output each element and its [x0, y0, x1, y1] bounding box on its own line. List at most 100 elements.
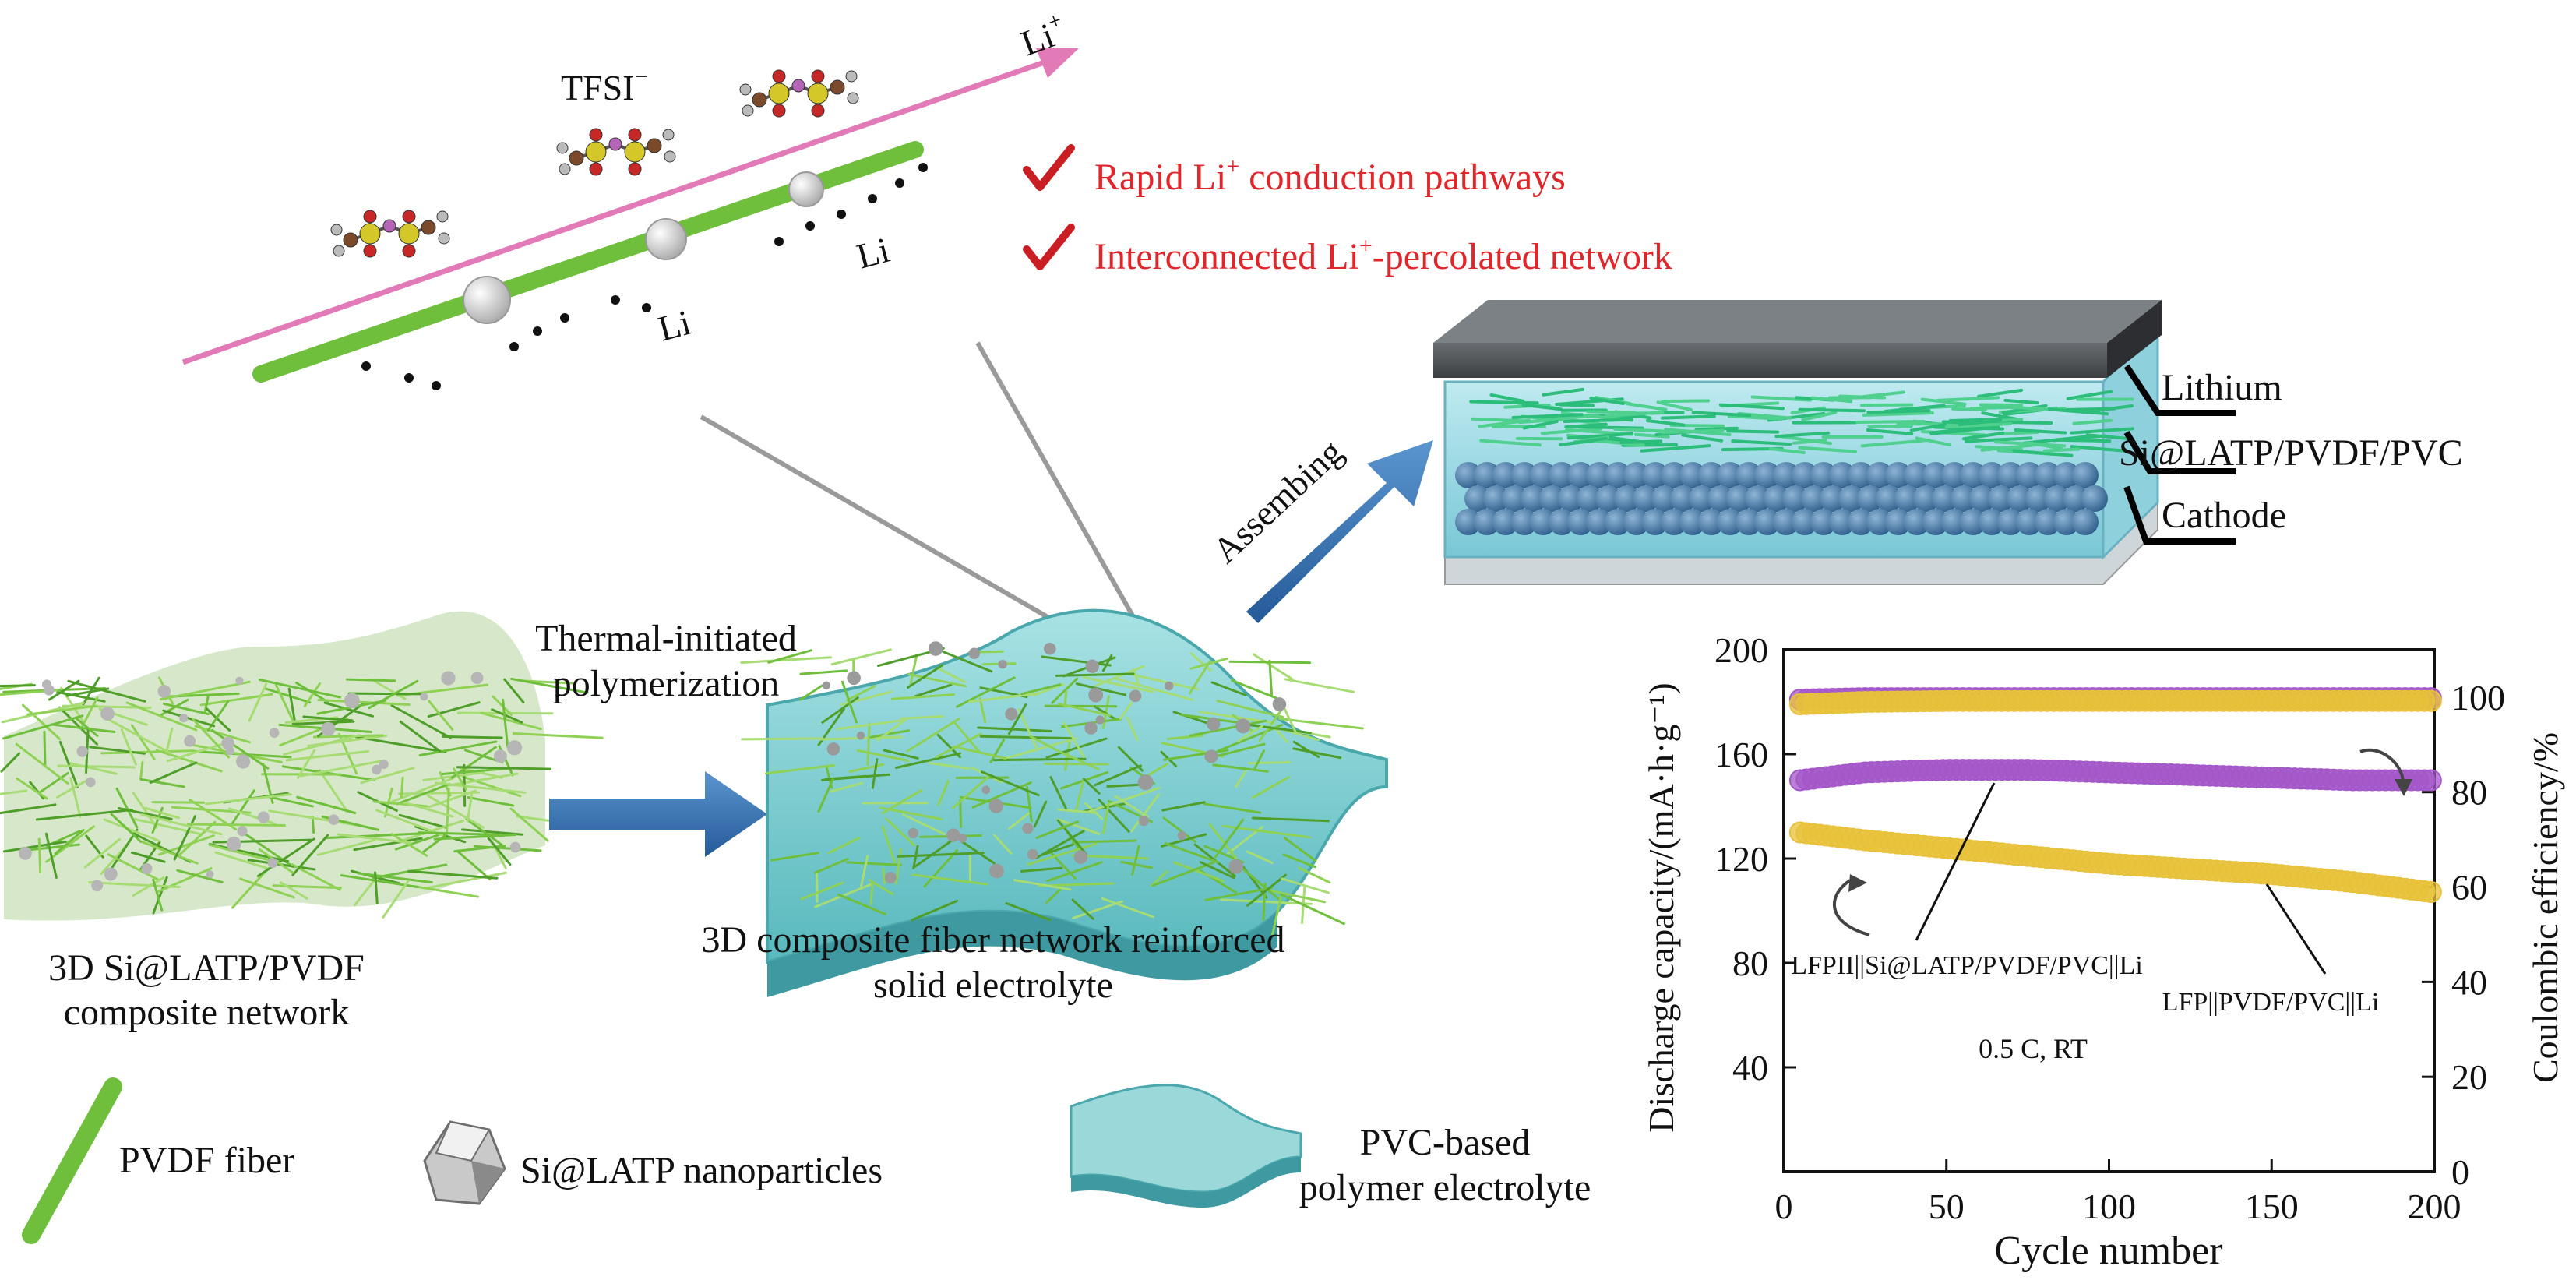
fiber-strand [1283, 837, 1317, 862]
nanoparticle [328, 814, 340, 825]
fiber-strand [879, 806, 943, 821]
fiber-strand [186, 823, 287, 827]
fiber-strand [357, 872, 433, 884]
chart-condition-annotation: 0.5 C, RT [1979, 1033, 2088, 1064]
fiber-strand [1033, 800, 1048, 828]
electrolyte-fiber [2081, 404, 2134, 414]
fiber-strand [959, 799, 963, 828]
cathode-particle [1670, 485, 1697, 512]
nanoparticle [235, 676, 244, 685]
fiber-strand [291, 720, 355, 725]
cathode-particle [1810, 509, 1837, 535]
label-leader-electrolyte [2123, 430, 2236, 474]
fiber-strand [492, 695, 513, 716]
cathode-particle [1866, 509, 1893, 535]
fiber-strand [977, 726, 1053, 733]
nanoparticle [1027, 848, 1038, 860]
fiber-strand [139, 778, 185, 788]
fiber-strand [407, 869, 499, 880]
cathode-particle [1455, 509, 1482, 535]
fiber-strand [0, 789, 28, 795]
fiber-strand [1179, 713, 1239, 724]
fiber-strand [58, 740, 79, 788]
fiber-strand [830, 648, 892, 666]
cathode-particle [1586, 509, 1612, 535]
fiber-strand [37, 837, 42, 873]
electrolyte-fiber [1681, 433, 1724, 443]
fiber-strand [1251, 816, 1330, 823]
fiber-strand [26, 704, 98, 716]
fiber-strand [1130, 793, 1160, 833]
nanoparticle [226, 836, 241, 852]
fiber-strand [291, 863, 341, 891]
fiber-strand [836, 719, 904, 731]
fiber-strand [890, 693, 955, 700]
fiber-strand [1280, 893, 1345, 926]
fiber-strand [928, 762, 971, 770]
fiber-strand [192, 718, 231, 759]
fiber-strand [382, 880, 410, 919]
cathode-particle [1857, 485, 1884, 512]
polymerization-label-line2: polymerization [553, 663, 780, 704]
fiber-strand [1045, 888, 1062, 904]
legend-label-nanoparticles: Si@LATP nanoparticles [520, 1150, 883, 1191]
fiber-strand [1044, 704, 1118, 708]
nanoparticle [470, 672, 484, 685]
fiber-strand [110, 813, 143, 843]
electrolyte-fiber [1920, 397, 1967, 406]
nanoparticle [85, 777, 96, 788]
electrolyte-fiber [1517, 418, 1565, 425]
fiber-strand [800, 881, 844, 901]
cathode-particle [1820, 485, 1846, 512]
fiber-strand [937, 780, 950, 806]
nanoparticle [1207, 717, 1221, 731]
battery-cell-illustration: Lithium Si@LATP/PVDF/PVC Cathode [1433, 300, 2463, 585]
nanoparticle [957, 834, 967, 843]
zoom-lines [700, 341, 1138, 649]
cathode-particle [1642, 509, 1669, 535]
cathode-particle [1754, 462, 1781, 488]
fiber-strand [281, 765, 375, 781]
fiber-strand [1162, 749, 1229, 761]
fiber-strand [846, 684, 876, 702]
cathode-particle [1661, 462, 1687, 488]
electrolyte-fiber [1604, 411, 1665, 418]
fiber-strand [258, 679, 342, 699]
fiber-cluster-wave [740, 641, 1365, 936]
fiber-strand [923, 849, 959, 888]
fiber-strand [1166, 734, 1203, 740]
fiber-strand [450, 746, 497, 779]
fiber-strand [21, 703, 62, 741]
y2-tick-label: 20 [2451, 1057, 2487, 1097]
fiber-strand [442, 735, 503, 739]
electrolyte-fiber [1563, 418, 1634, 423]
fiber-strand [480, 711, 542, 731]
fiber-strand [165, 728, 174, 753]
cathode-particle [1997, 509, 2024, 535]
fiber-strand [1067, 754, 1101, 770]
lithium-ion-dot [404, 373, 414, 383]
lithium-plate-front [1433, 343, 2107, 378]
electrolyte-fiber [1619, 439, 1663, 444]
cathode-particle [1764, 485, 1790, 512]
cathode-particle [1586, 462, 1612, 488]
fiber-strand [894, 752, 961, 770]
data-point [2419, 881, 2442, 904]
fiber-strand [1228, 660, 1312, 665]
chart-series-3 [1788, 689, 2442, 716]
electrolyte-fiber [1990, 420, 2053, 425]
fiber-strand [268, 809, 360, 827]
fiber-strand [2, 840, 67, 853]
fiber-strand [317, 699, 411, 706]
cathode-particle [1717, 462, 1743, 488]
electrolyte-fiber [1860, 438, 1931, 448]
cathode-particle [2035, 462, 2061, 488]
cathode-particle [1474, 509, 1500, 535]
cathode-particle [1932, 485, 1958, 512]
fiber-strand [155, 749, 223, 773]
cathode-particle [1502, 485, 1528, 512]
fiber-strand [813, 858, 849, 874]
fiber-strand [1263, 888, 1327, 904]
fiber-strand [914, 683, 953, 698]
fiber-strand [318, 769, 348, 813]
